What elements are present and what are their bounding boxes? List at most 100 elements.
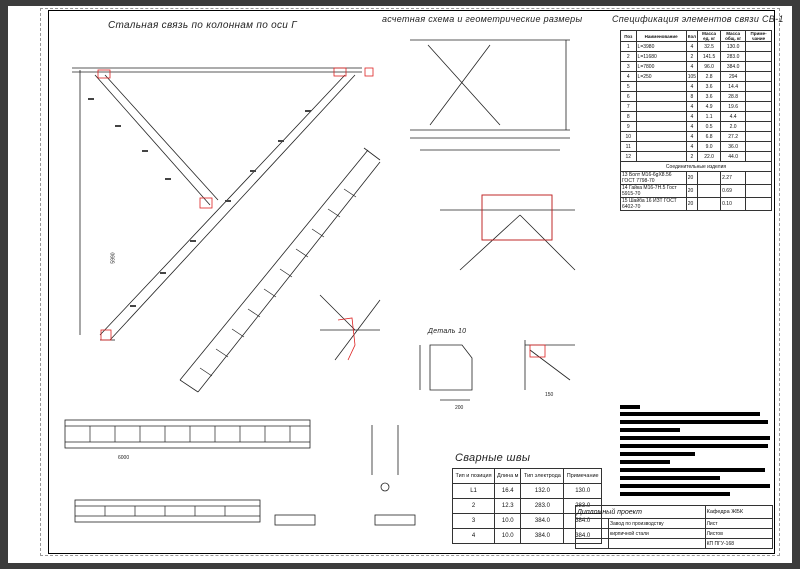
spec-cell: 10 (620, 131, 637, 142)
spec-cell: 20 (685, 197, 699, 211)
spec-cell: 22.0 (697, 151, 722, 162)
spec-cell: 4 (685, 131, 699, 142)
spec-cell: 4 (685, 41, 699, 52)
spec-header-5: Приме- чание (745, 30, 772, 42)
weld-header-2: Тип электрода (520, 468, 565, 484)
spec-cell: 2 (685, 51, 699, 62)
weld-cell: 384.0 (520, 528, 565, 544)
spec-cell: 294 (720, 71, 747, 82)
spec-cell: 7 (620, 101, 637, 112)
spec-header-2: Кол (685, 30, 699, 42)
weld-cell: 384.0 (520, 513, 565, 529)
dim-label-3: 200 (455, 405, 464, 411)
spec-cell: 14 Гайка М16-7Н.5 Гост 5915-70 (620, 184, 687, 198)
weld-cell: 12.3 (494, 498, 522, 514)
spec-cell (745, 184, 772, 198)
dim-label-1: 5990 (110, 252, 117, 264)
spec-cell: 20 (685, 171, 699, 185)
spec-cell: 3 (620, 61, 637, 72)
spec-cell (635, 111, 687, 122)
spec-cell (745, 111, 772, 122)
spec-cell (635, 141, 687, 152)
redacted-note-4 (620, 428, 680, 432)
weld-cell: 130.0 (563, 483, 602, 499)
dim-label-4: 150 (545, 392, 554, 398)
redacted-note-10 (620, 476, 720, 480)
weld-cell: 3 (451, 513, 496, 529)
spec-cell: 44.0 (720, 151, 747, 162)
truss-elevation (64, 419, 311, 449)
spec-cell (635, 81, 687, 92)
spec-cell (635, 121, 687, 132)
spec-cell: 12 (620, 151, 637, 162)
spec-cell (745, 81, 772, 92)
main-title: Стальная связь по колоннам по оси Г (108, 20, 297, 31)
weld-cell: 4 (451, 528, 496, 544)
spec-cell: 4 (620, 71, 637, 82)
spec-cell: 36.0 (720, 141, 747, 152)
weld-cell: 2 (451, 498, 496, 514)
weld-header-0: Тип и позиция (451, 468, 496, 484)
spec-cell (697, 184, 722, 198)
spec-cell: 2.8 (697, 71, 722, 82)
spec-cell: 28.8 (720, 91, 747, 102)
spec-cell: L=11680 (635, 51, 687, 62)
weld-cell: 10.0 (494, 513, 522, 529)
spec-cell: 14.4 (720, 81, 747, 92)
weld-cell: 283.0 (520, 498, 565, 514)
welds-title: Сварные швы (455, 452, 531, 464)
spec-cell: 15 Шайба 16 ИЗТ ГОСТ 6402-70 (620, 197, 687, 211)
spec-cell (745, 151, 772, 162)
spec-cell: 8 (685, 91, 699, 102)
stamp-sheets: Листов (704, 528, 774, 539)
spec-cell: 19.6 (720, 101, 747, 112)
spec-cell: 11 (620, 141, 637, 152)
redacted-note-2 (620, 412, 760, 416)
dim-label-2: 6000 (118, 455, 130, 461)
spec-cell: 27.2 (720, 131, 747, 142)
spec-cell (635, 91, 687, 102)
spec-cell: 2.27 (720, 171, 747, 185)
redacted-note-5 (620, 436, 770, 440)
brace-right (99, 74, 346, 336)
spec-cell: 5 (620, 81, 637, 92)
spec-cell: 0.69 (720, 184, 747, 198)
spec-cell: 4 (685, 81, 699, 92)
spec-cell (745, 121, 772, 132)
spec-cell: 6.8 (697, 131, 722, 142)
spec-cell: 2 (685, 151, 699, 162)
spec-cell: 20 (685, 184, 699, 198)
spec-cell (745, 131, 772, 142)
spec-cell: 4 (685, 111, 699, 122)
lattice-member-top (179, 149, 369, 381)
spec-cell (635, 151, 687, 162)
stamp-desc1: Завод по производству (608, 518, 706, 529)
spec-cell: 141.5 (697, 51, 722, 62)
spec-cell: 0.5 (697, 121, 722, 132)
spec-cell: L=250 (635, 71, 687, 82)
spec-cell: 4.4 (720, 111, 747, 122)
spec-cell: 0.10 (720, 197, 747, 211)
drawing-frame (48, 10, 775, 554)
stamp-sheet: Лист (704, 518, 774, 529)
redacted-note-11 (620, 484, 770, 488)
spec-cell: 9.0 (697, 141, 722, 152)
spec-cell: 2.0 (720, 121, 747, 132)
spec-cell (745, 91, 772, 102)
truss-plan (74, 499, 261, 523)
redacted-note-8 (620, 460, 670, 464)
redacted-note-9 (620, 468, 765, 472)
detail-title: Деталь 10 (428, 328, 467, 335)
